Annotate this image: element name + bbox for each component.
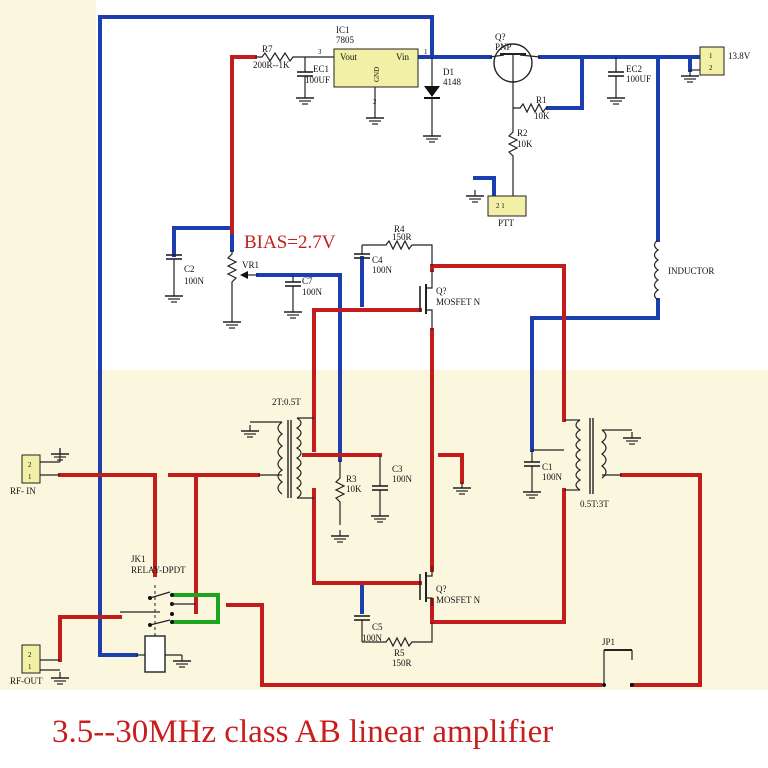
svg-text:EC2: EC2 <box>626 64 642 74</box>
svg-text:R3: R3 <box>346 474 357 484</box>
svg-text:MOSFET N: MOSFET N <box>436 297 481 307</box>
title-band <box>0 690 768 768</box>
jp1-jumper: JP1 <box>602 637 634 687</box>
svg-text:GND: GND <box>373 67 381 82</box>
bottom-mosfet: Q? MOSFET N <box>419 566 481 606</box>
svg-text:2 1: 2 1 <box>496 202 505 210</box>
ec2-capacitor: EC2 100UF <box>606 57 651 105</box>
svg-text:100N: 100N <box>392 474 413 484</box>
svg-text:R2: R2 <box>517 128 528 138</box>
ptt-connector: 2 1 PTT <box>487 195 527 228</box>
svg-text:D1: D1 <box>443 67 454 77</box>
c4-capacitor: C4 100N <box>353 245 393 275</box>
svg-text:10K: 10K <box>346 484 362 494</box>
svg-text:RF-OUT: RF-OUT <box>10 676 43 686</box>
svg-text:150R: 150R <box>392 232 412 242</box>
svg-text:100N: 100N <box>302 287 323 297</box>
svg-text:JP1: JP1 <box>602 637 615 647</box>
svg-text:MOSFET N: MOSFET N <box>436 595 481 605</box>
svg-text:10K: 10K <box>534 111 550 121</box>
power-connector: 1 2 13.8V <box>680 46 751 83</box>
svg-text:2: 2 <box>28 651 32 659</box>
blue-wires <box>98 15 702 657</box>
svg-text:1: 1 <box>709 52 713 60</box>
rf-in-connector: 2 1 RF- IN <box>10 447 70 496</box>
svg-text:INDUCTOR: INDUCTOR <box>668 266 714 276</box>
svg-text:EC1: EC1 <box>313 64 329 74</box>
svg-text:C7: C7 <box>302 276 313 286</box>
svg-text:100N: 100N <box>184 276 205 286</box>
c1-capacitor: C1 100N <box>522 450 563 499</box>
svg-text:7805: 7805 <box>336 35 355 45</box>
green-jumper <box>172 593 220 624</box>
svg-text:C3: C3 <box>392 464 403 474</box>
svg-text:PNP: PNP <box>495 42 512 52</box>
c7-capacitor: C7 100N <box>283 275 323 319</box>
ec1-capacitor: EC1 100UF <box>295 57 330 105</box>
svg-text:100N: 100N <box>372 265 393 275</box>
svg-text:100UF: 100UF <box>626 74 651 84</box>
input-transformer: 2T:0.5T <box>240 397 314 499</box>
jk1-relay: JK1 RELAY-DPDT <box>120 554 196 673</box>
svg-text:1: 1 <box>28 473 32 481</box>
rf-out-connector: 2 1 RF-OUT <box>10 644 70 686</box>
svg-text:JK1: JK1 <box>131 554 146 564</box>
svg-text:1: 1 <box>28 663 32 671</box>
svg-text:R5: R5 <box>394 648 405 658</box>
svg-text:C2: C2 <box>184 264 195 274</box>
svg-text:Vin: Vin <box>396 52 409 62</box>
c2-capacitor: C2 100N <box>164 254 205 303</box>
svg-text:2T:0.5T: 2T:0.5T <box>272 397 301 407</box>
r3-resistor: R3 10K <box>330 460 362 543</box>
svg-text:10K: 10K <box>517 139 533 149</box>
r7-resistor: R7 200R--1K <box>253 44 312 70</box>
svg-text:3: 3 <box>318 48 322 56</box>
svg-text:VR1: VR1 <box>242 260 259 270</box>
r5-resistor: R5 150R <box>362 622 433 668</box>
vr1-potentiometer: VR1 <box>222 250 259 329</box>
svg-text:4148: 4148 <box>443 77 462 87</box>
pnp-transistor: Q? PNP <box>489 32 541 108</box>
svg-text:100N: 100N <box>362 633 383 643</box>
bias-note: BIAS=2.7V <box>244 232 336 253</box>
ic1-regulator: IC1 7805 Vout Vin GND 3 1 2 <box>318 25 428 125</box>
r1-resistor: R1 10K <box>513 95 550 121</box>
svg-text:Q?: Q? <box>495 32 506 42</box>
inductor: INDUCTOR <box>653 239 714 301</box>
diagram-title: 3.5--30MHz class AB linear amplifier <box>52 714 553 750</box>
svg-text:1: 1 <box>424 48 428 56</box>
svg-text:PTT: PTT <box>498 218 515 228</box>
c5-capacitor: C5 100N <box>353 615 383 643</box>
svg-text:0.5T:3T: 0.5T:3T <box>580 499 609 509</box>
svg-text:2: 2 <box>709 64 713 72</box>
svg-text:R1: R1 <box>536 95 547 105</box>
r4-resistor: R4 150R <box>362 224 433 266</box>
svg-text:150R: 150R <box>392 658 412 668</box>
c3-capacitor: C3 100N <box>370 455 413 523</box>
svg-text:IC1: IC1 <box>336 25 350 35</box>
svg-text:R7: R7 <box>262 44 273 54</box>
svg-text:C4: C4 <box>372 255 383 265</box>
svg-text:13.8V: 13.8V <box>728 51 751 61</box>
svg-text:RF- IN: RF- IN <box>10 486 36 496</box>
svg-text:C1: C1 <box>542 462 553 472</box>
red-wires <box>58 55 702 687</box>
svg-text:Q?: Q? <box>436 286 447 296</box>
output-transformer: 0.5T:3T <box>532 418 642 509</box>
svg-text:200R--1K: 200R--1K <box>253 60 290 70</box>
svg-text:C5: C5 <box>372 622 383 632</box>
d1-diode: D1 4148 <box>422 57 462 143</box>
svg-text:Q?: Q? <box>436 584 447 594</box>
svg-text:100UF: 100UF <box>305 75 330 85</box>
svg-text:Vout: Vout <box>340 52 357 62</box>
r2-resistor: R2 10K <box>507 108 533 196</box>
top-mosfet: Q? MOSFET N <box>419 270 481 330</box>
svg-text:2: 2 <box>28 461 32 469</box>
svg-text:R4: R4 <box>394 224 405 234</box>
svg-text:100N: 100N <box>542 472 563 482</box>
svg-text:RELAY-DPDT: RELAY-DPDT <box>131 565 186 575</box>
